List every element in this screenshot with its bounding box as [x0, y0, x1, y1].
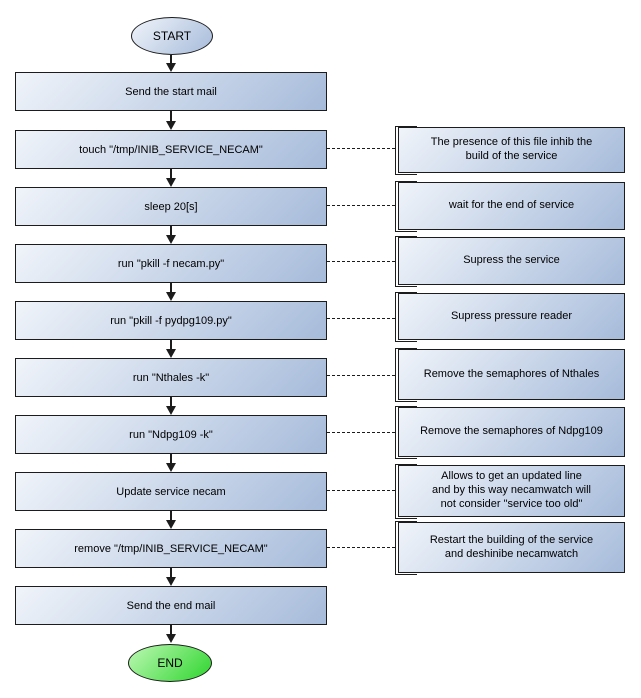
- annotation-connector: [327, 432, 395, 433]
- annotation-bracket-icon: [395, 235, 417, 287]
- annotation-note: Remove the semaphores of Nthales: [395, 347, 625, 402]
- flow-step-label: run "Ndpg109 -k": [129, 428, 213, 441]
- flow-arrow: [165, 169, 177, 187]
- flow-step-label: run "pkill -f pydpg109.py": [110, 314, 232, 327]
- flow-step-label: run "Nthales -k": [132, 371, 210, 384]
- annotation-bracket-icon: [395, 180, 417, 232]
- flow-arrow: [165, 625, 177, 643]
- flow-step-label: touch "/tmp/INIB_SERVICE_NECAM": [79, 143, 263, 156]
- annotation-text: Allows to get an updated line and by thi…: [432, 470, 591, 510]
- arrow-down-icon: [166, 235, 176, 244]
- flow-arrow: [165, 226, 177, 244]
- flow-step: run "pkill -f necam.py": [15, 244, 327, 283]
- annotation-connector: [327, 490, 395, 491]
- annotation-note: Supress pressure reader: [395, 291, 625, 342]
- flow-arrow: [165, 55, 177, 72]
- flow-step: touch "/tmp/INIB_SERVICE_NECAM": [15, 130, 327, 169]
- annotation-bracket-icon: [395, 405, 417, 459]
- arrow-down-icon: [166, 577, 176, 586]
- annotation-text: Remove the semaphores of Ndpg109: [420, 425, 603, 438]
- annotation-connector: [327, 205, 395, 206]
- flow-step-label: sleep 20[s]: [144, 200, 198, 213]
- annotation-bracket-icon: [395, 291, 417, 342]
- flow-arrow: [165, 511, 177, 529]
- arrow-down-icon: [166, 406, 176, 415]
- annotation-connector: [327, 148, 395, 149]
- annotation-text: Supress pressure reader: [450, 309, 573, 322]
- flow-step-label: remove "/tmp/INIB_SERVICE_NECAM": [74, 542, 268, 555]
- annotation-bracket-icon: [395, 347, 417, 402]
- annotation-bracket-icon: [395, 125, 417, 175]
- annotation-connector: [327, 375, 395, 376]
- annotation-connector: [327, 261, 395, 262]
- flow-step-label: Send the end mail: [126, 599, 216, 612]
- arrow-down-icon: [166, 520, 176, 529]
- annotation-text: Restart the building of the service and …: [429, 533, 594, 560]
- flow-arrow: [165, 397, 177, 415]
- flow-step: sleep 20[s]: [15, 187, 327, 226]
- end-label: END: [157, 656, 183, 670]
- arrow-down-icon: [166, 121, 176, 130]
- annotation-text: Supress the service: [463, 254, 560, 267]
- annotation-note: Supress the service: [395, 235, 625, 287]
- flow-step: run "pkill -f pydpg109.py": [15, 301, 327, 340]
- flow-step: Send the start mail: [15, 72, 327, 111]
- start-label: START: [152, 29, 192, 43]
- start-terminator: START: [131, 17, 213, 55]
- annotation-text: Remove the semaphores of Nthales: [423, 367, 600, 380]
- annotation-connector: [327, 547, 395, 548]
- flow-step-label: Send the start mail: [125, 85, 217, 98]
- flow-arrow: [165, 283, 177, 301]
- arrow-down-icon: [166, 634, 176, 643]
- arrow-down-icon: [166, 292, 176, 301]
- arrow-down-icon: [166, 63, 176, 72]
- annotation-note: wait for the end of service: [395, 180, 625, 232]
- flow-step-label: Update service necam: [116, 485, 226, 498]
- flow-step-label: run "pkill -f necam.py": [117, 257, 225, 270]
- annotation-note: Restart the building of the service and …: [395, 520, 625, 575]
- flow-step: Update service necam: [15, 472, 327, 511]
- arrow-down-icon: [166, 463, 176, 472]
- flow-arrow: [165, 340, 177, 358]
- flow-step: run "Ndpg109 -k": [15, 415, 327, 454]
- annotation-note: The presence of this file inhib the buil…: [395, 125, 625, 175]
- flow-arrow: [165, 568, 177, 586]
- annotation-note: Remove the semaphores of Ndpg109: [395, 405, 625, 459]
- flow-step: run "Nthales -k": [15, 358, 327, 397]
- annotation-note: Allows to get an updated line and by thi…: [395, 463, 625, 519]
- arrow-down-icon: [166, 178, 176, 187]
- end-terminator: END: [128, 644, 212, 682]
- annotation-bracket-icon: [395, 463, 417, 519]
- flow-step: remove "/tmp/INIB_SERVICE_NECAM": [15, 529, 327, 568]
- annotation-connector: [327, 318, 395, 319]
- arrow-down-icon: [166, 349, 176, 358]
- flow-arrow: [165, 111, 177, 130]
- flow-arrow: [165, 454, 177, 472]
- annotation-text: The presence of this file inhib the buil…: [430, 136, 593, 162]
- annotation-text: wait for the end of service: [448, 199, 575, 212]
- annotation-bracket-icon: [395, 520, 417, 575]
- flow-step: Send the end mail: [15, 586, 327, 625]
